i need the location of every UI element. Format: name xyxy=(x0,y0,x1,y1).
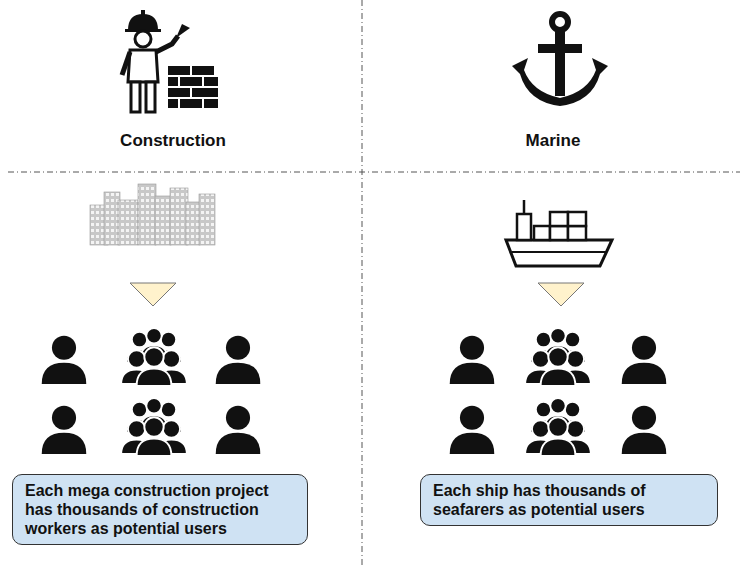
section-title: Marine xyxy=(526,131,581,151)
divider-line xyxy=(362,0,363,567)
anchor-icon xyxy=(512,14,608,106)
down-triangle xyxy=(130,283,176,306)
building-illustration xyxy=(90,184,215,245)
down-triangle xyxy=(538,283,584,306)
people-icons xyxy=(42,328,667,456)
note-text: Each mega construction project has thous… xyxy=(25,481,297,538)
note-box: Each mega construction project has thous… xyxy=(12,474,308,545)
ship-icon xyxy=(506,200,612,266)
divider-line xyxy=(8,172,740,173)
note-text: Each ship has thousands of seafarers as … xyxy=(433,481,707,519)
worker-icon xyxy=(122,10,218,112)
section-title: Construction xyxy=(120,131,226,151)
note-box: Each ship has thousands of seafarers as … xyxy=(420,474,718,526)
